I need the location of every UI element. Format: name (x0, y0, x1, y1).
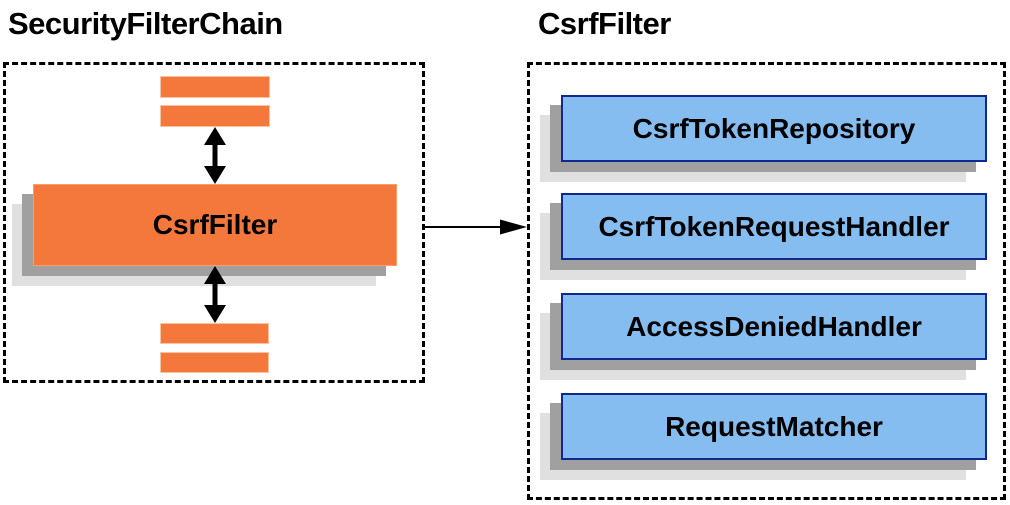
security-filter-chain-container (3, 62, 425, 383)
security-filter-chain-title: SecurityFilterChain (8, 6, 283, 41)
bidirectional-arrow-bottom-icon (204, 266, 226, 323)
filter-bar-bottom-1 (160, 323, 269, 344)
csrf-filter-box: CsrfFilter (33, 184, 397, 266)
component-label: CsrfTokenRequestHandler (598, 210, 950, 242)
component-box-csrf-token-request-handler: CsrfTokenRequestHandler (561, 193, 987, 260)
bidirectional-arrow-top-icon (204, 127, 226, 184)
filter-bar-top-1 (160, 76, 270, 98)
filter-bar-bottom-2 (160, 352, 269, 373)
component-label: AccessDeniedHandler (626, 310, 922, 342)
flow-arrow-icon (425, 219, 527, 235)
csrf-filter-title: CsrfFilter (538, 6, 671, 41)
component-box-request-matcher: RequestMatcher (561, 393, 987, 460)
component-label: CsrfTokenRepository (632, 112, 916, 144)
filter-bar-top-2 (160, 105, 270, 127)
csrf-filter-box-label: CsrfFilter (152, 209, 278, 240)
component-box-access-denied-handler: AccessDeniedHandler (561, 293, 987, 360)
csrf-filter-container (527, 62, 1006, 500)
component-box-csrf-token-repository: CsrfTokenRepository (561, 95, 987, 162)
component-label: RequestMatcher (665, 410, 883, 442)
